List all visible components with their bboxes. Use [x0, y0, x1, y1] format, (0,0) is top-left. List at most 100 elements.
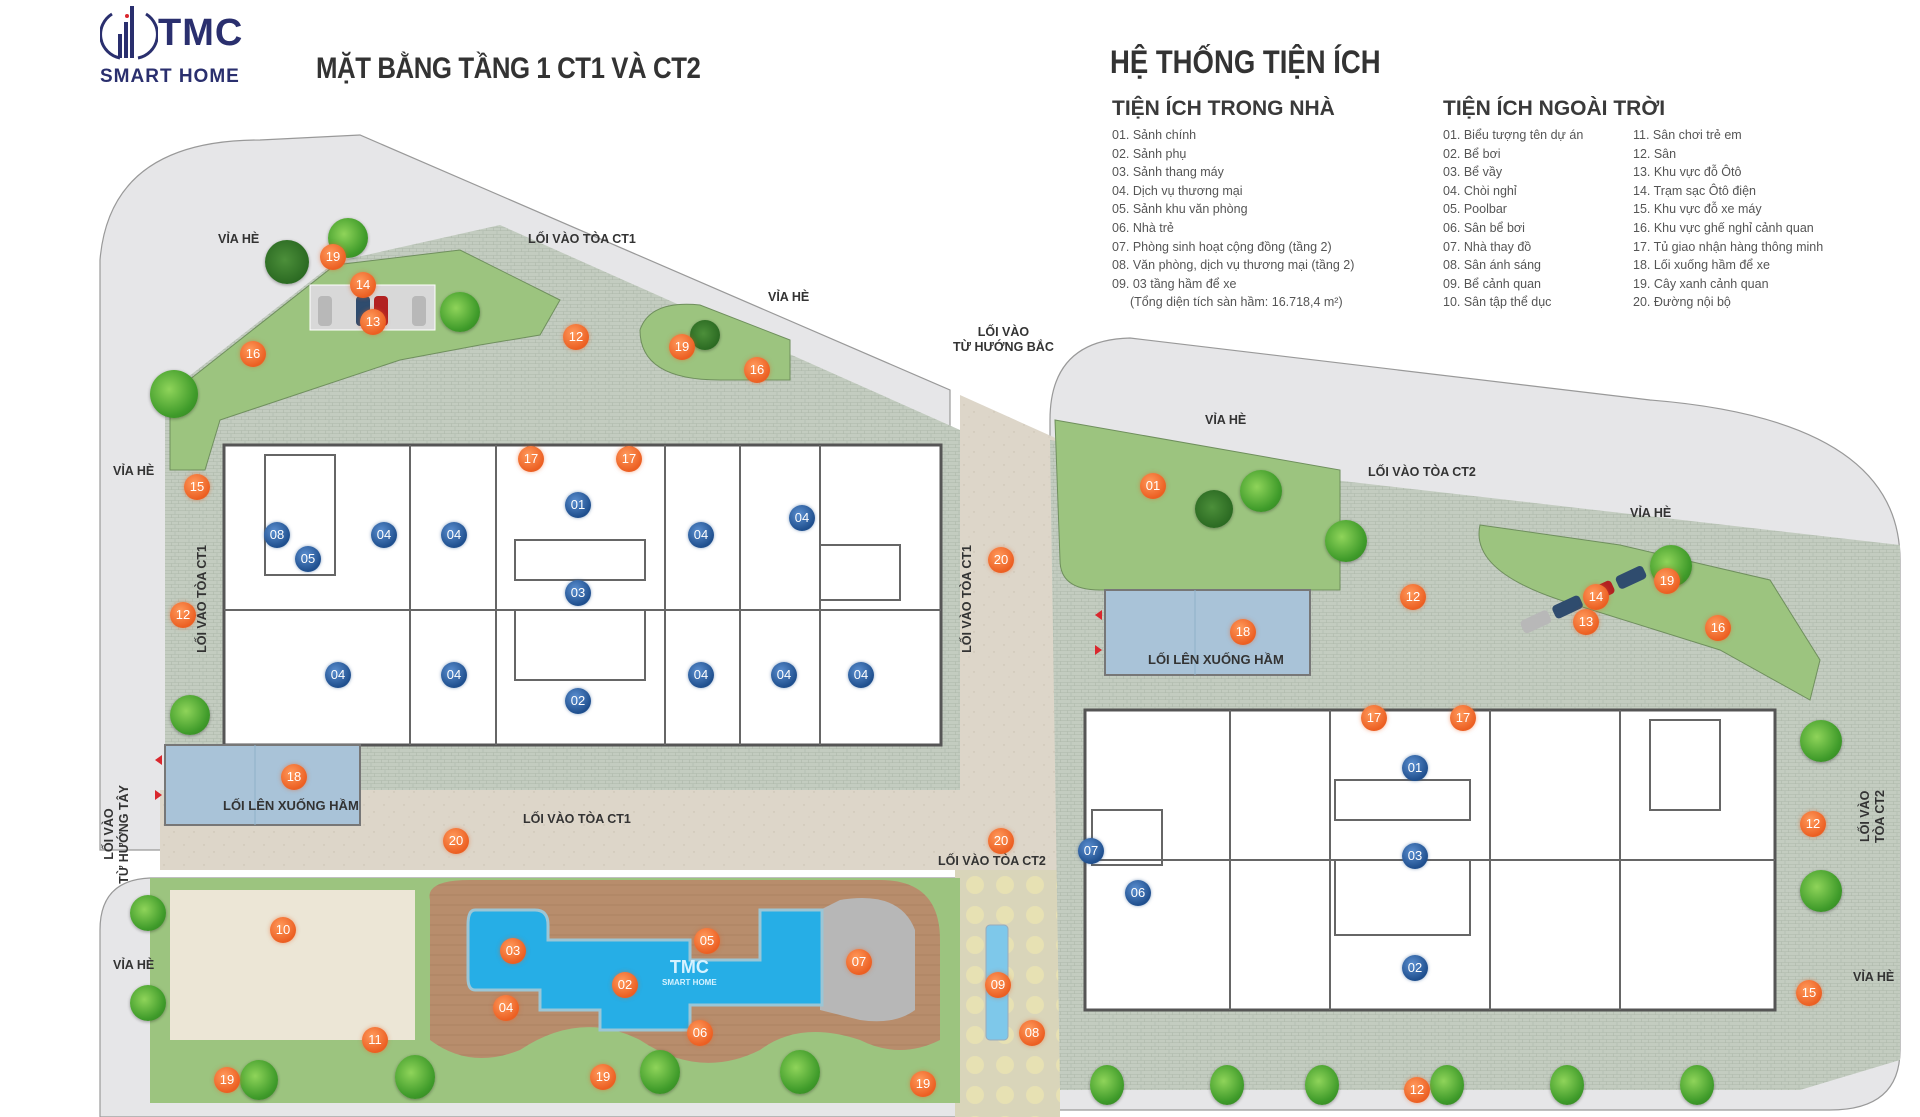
legend-item: 02. Sảnh phụ [1112, 146, 1187, 161]
tree-icon [1800, 720, 1842, 762]
ramp-ct2 [1104, 589, 1311, 676]
amenity-badge-19[interactable]: 19 [669, 334, 695, 360]
amenity-badge-01[interactable]: 01 [565, 492, 591, 518]
label-via-he: VỈA HÈ [768, 290, 810, 304]
amenity-badge-19[interactable]: 19 [910, 1071, 936, 1097]
legend-item: 02. Bể bơi [1443, 146, 1501, 161]
amenity-badge-08[interactable]: 08 [1019, 1020, 1045, 1046]
amenity-badge-04[interactable]: 04 [441, 662, 467, 688]
amenity-badge-01[interactable]: 01 [1140, 473, 1166, 499]
amenity-badge-19[interactable]: 19 [320, 244, 346, 270]
amenity-badge-15[interactable]: 15 [184, 474, 210, 500]
amenity-badge-17[interactable]: 17 [1361, 705, 1387, 731]
amenity-badge-10[interactable]: 10 [270, 917, 296, 943]
amenity-badge-02[interactable]: 02 [612, 972, 638, 998]
amenity-badge-03[interactable]: 03 [565, 580, 591, 606]
amenity-badge-12[interactable]: 12 [1800, 811, 1826, 837]
label-line: TỪ HƯỚNG BẮC [953, 340, 1054, 354]
legend-title: HỆ THỐNG TIỆN ÍCH [1110, 44, 1381, 80]
tree-icon [265, 240, 309, 284]
amenity-badge-16[interactable]: 16 [1705, 615, 1731, 641]
amenity-badge-04[interactable]: 04 [789, 505, 815, 531]
tree-icon [130, 985, 166, 1021]
ramp-ct1 [164, 744, 361, 826]
building-logo-icon [100, 6, 158, 60]
amenity-badge-11[interactable]: 11 [362, 1027, 388, 1053]
amenity-badge-06[interactable]: 06 [687, 1020, 713, 1046]
amenity-badge-03[interactable]: 03 [500, 938, 526, 964]
amenity-badge-12[interactable]: 12 [170, 602, 196, 628]
legend-item: 18. Lối xuống hầm để xe [1633, 258, 1770, 273]
legend-outdoor-heading: TIỆN ÍCH NGOÀI TRỜI [1443, 97, 1666, 120]
amenity-badge-19[interactable]: 19 [1654, 568, 1680, 594]
amenity-badge-18[interactable]: 18 [281, 764, 307, 790]
amenity-badge-19[interactable]: 19 [590, 1064, 616, 1090]
label-via-he: VỈA HÈ [1205, 413, 1247, 427]
amenity-badge-17[interactable]: 17 [518, 446, 544, 472]
label-line: TMC [669, 957, 709, 977]
legend-item: 07. Nhà thay đồ [1443, 239, 1532, 254]
label-line: TỪ HƯỚNG TÂY [117, 785, 131, 884]
label-line: LỐI VÀO [1858, 790, 1872, 843]
amenity-badge-08[interactable]: 08 [264, 522, 290, 548]
amenity-badge-14[interactable]: 14 [1583, 584, 1609, 610]
legend-item: 12. Sân [1633, 146, 1677, 161]
amenity-badge-13[interactable]: 13 [360, 309, 386, 335]
amenity-badge-09[interactable]: 09 [985, 972, 1011, 998]
amenity-badge-16[interactable]: 16 [744, 357, 770, 383]
legend-item: 14. Trạm sạc Ôtô điện [1633, 183, 1756, 198]
amenity-badge-02[interactable]: 02 [565, 688, 591, 714]
label-via-he: VỈA HÈ [1630, 506, 1672, 520]
legend-item: 01. Biểu tượng tên dự án [1443, 128, 1584, 142]
legend-item: 13. Khu vực đỗ Ôtô [1633, 165, 1742, 180]
amenity-badge-13[interactable]: 13 [1573, 609, 1599, 635]
legend-item: 03. Sảnh thang máy [1112, 165, 1224, 180]
amenity-badge-17[interactable]: 17 [1450, 705, 1476, 731]
amenity-badge-04[interactable]: 04 [688, 522, 714, 548]
legend-item: 08. Sân ánh sáng [1443, 258, 1541, 273]
legend-item: 08. Văn phòng, dịch vụ thương mại (tầng … [1112, 258, 1355, 273]
tree-icon [240, 1060, 278, 1100]
amenity-badge-01[interactable]: 01 [1402, 755, 1428, 781]
amenity-badge-07[interactable]: 07 [846, 949, 872, 975]
amenity-badge-15[interactable]: 15 [1796, 980, 1822, 1006]
label-loi-vao-ct2: LỐI VÀO TÒA CT2 [1368, 465, 1476, 479]
amenity-badge-04[interactable]: 04 [771, 662, 797, 688]
tree-icon [640, 1050, 680, 1094]
amenity-badge-03[interactable]: 03 [1402, 843, 1428, 869]
amenity-badge-14[interactable]: 14 [350, 272, 376, 298]
amenity-badge-17[interactable]: 17 [616, 446, 642, 472]
amenity-badge-12[interactable]: 12 [1400, 584, 1426, 610]
label-via-he: VỈA HÈ [113, 464, 155, 478]
amenity-badge-06[interactable]: 06 [1125, 880, 1151, 906]
label-via-he: VỈA HÈ [218, 232, 260, 246]
amenity-badge-04[interactable]: 04 [493, 995, 519, 1021]
amenity-badge-04[interactable]: 04 [848, 662, 874, 688]
tree-icon [1090, 1065, 1124, 1105]
amenity-badge-07[interactable]: 07 [1078, 838, 1104, 864]
amenity-badge-04[interactable]: 04 [371, 522, 397, 548]
tree-icon [1430, 1065, 1464, 1105]
legend-item: 19. Cây xanh cảnh quan [1633, 276, 1769, 291]
amenity-badge-04[interactable]: 04 [441, 522, 467, 548]
amenity-badge-05[interactable]: 05 [694, 928, 720, 954]
amenity-badge-20[interactable]: 20 [443, 828, 469, 854]
amenity-badge-04[interactable]: 04 [325, 662, 351, 688]
amenity-badge-04[interactable]: 04 [688, 662, 714, 688]
legend-item: 06. Nhà trẻ [1112, 220, 1174, 235]
amenity-badge-20[interactable]: 20 [988, 828, 1014, 854]
amenity-badge-12[interactable]: 12 [563, 324, 589, 350]
amenity-badge-05[interactable]: 05 [295, 546, 321, 572]
label-loi-vao-ct1: LỐI VÀO TÒA CT1 [195, 545, 209, 653]
amenity-badge-18[interactable]: 18 [1230, 619, 1256, 645]
amenity-badge-02[interactable]: 02 [1402, 955, 1428, 981]
amenity-badge-16[interactable]: 16 [240, 341, 266, 367]
tree-icon [395, 1055, 435, 1099]
legend-indoor-heading: TIỆN ÍCH TRONG NHÀ [1112, 97, 1335, 120]
amenity-badge-19[interactable]: 19 [214, 1067, 240, 1093]
amenity-badge-12[interactable]: 12 [1404, 1077, 1430, 1103]
amenity-badge-20[interactable]: 20 [988, 547, 1014, 573]
label-via-he: VỈA HÈ [113, 958, 155, 972]
legend-item: 15. Khu vực đỗ xe máy [1633, 202, 1762, 217]
legend-item: 10. Sân tập thể dục [1443, 295, 1552, 310]
